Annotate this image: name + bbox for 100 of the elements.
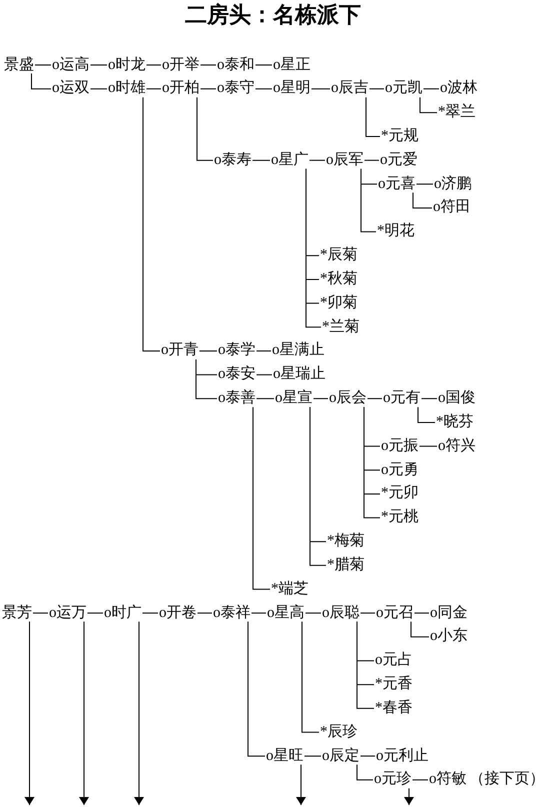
- name-label: o星高: [267, 604, 304, 622]
- connector-line: [146, 64, 162, 66]
- connector-line: [142, 96, 160, 352]
- name-label: o符田: [433, 199, 470, 216]
- name-label: *端芝: [271, 580, 308, 598]
- connector-line: [31, 73, 52, 90]
- arrow: [134, 621, 144, 806]
- connector-line: [255, 64, 272, 66]
- connector-line: [420, 96, 438, 114]
- connector-line: [421, 398, 438, 400]
- connector-line: [142, 612, 158, 614]
- name-label: o运万: [49, 604, 86, 622]
- connector-line: [302, 621, 320, 733]
- name-label: o元召: [376, 604, 414, 622]
- name-label: o开卷: [159, 604, 196, 622]
- name-label: o泰和: [217, 56, 254, 74]
- name-label: o泰寿: [214, 152, 252, 169]
- name-label: *元卯: [381, 485, 418, 502]
- title: 二房头：名栋派下: [185, 2, 361, 28]
- connector-line: [200, 64, 216, 66]
- note-label: （接下页）: [470, 771, 544, 788]
- connector-line: [423, 88, 440, 90]
- name-label: o星明: [273, 80, 310, 98]
- connector-line: [196, 96, 214, 161]
- name-label: o元振: [381, 438, 418, 455]
- name-label: o星瑞止: [273, 366, 326, 384]
- arrow: [24, 621, 34, 806]
- connector-line: [304, 756, 322, 757]
- name-label: o小东: [430, 628, 468, 646]
- name-label: o辰会: [329, 390, 366, 408]
- name-label: *辰菊: [320, 247, 358, 264]
- name-label: o元喜: [378, 176, 416, 193]
- name-label: o泰学: [218, 342, 256, 360]
- arrow: [404, 788, 414, 806]
- connector-line: [252, 160, 270, 161]
- name-label: *卯菊: [320, 294, 358, 312]
- connector-line: [146, 88, 162, 90]
- connector-line: [366, 96, 380, 137]
- name-label: o元利止: [376, 748, 428, 765]
- connector-line: [416, 184, 434, 185]
- connector-line: [356, 764, 374, 780]
- name-label: o辰吉: [331, 80, 368, 98]
- connector-line: [197, 612, 212, 614]
- name-label: o辰聪: [322, 604, 360, 622]
- name-label: *晓芬: [436, 414, 474, 431]
- name-label: *元规: [381, 128, 418, 145]
- connector-line: [410, 621, 430, 638]
- arrow: [79, 621, 89, 806]
- connector-line: [32, 612, 48, 614]
- name-label: o同金: [430, 604, 468, 622]
- name-label: *元桃: [381, 509, 418, 526]
- name-label: o辰军: [326, 152, 364, 169]
- connector-line: [199, 350, 218, 352]
- name-label: *元香: [375, 676, 412, 694]
- arrow: [296, 764, 306, 806]
- connector-line: [90, 88, 108, 90]
- name-label: o开举: [162, 56, 200, 74]
- name-label: o辰定: [322, 748, 360, 765]
- connector-line: [256, 374, 272, 376]
- name-label: *秋菊: [320, 270, 358, 288]
- name-label: o时龙: [108, 56, 146, 74]
- name-label: *辰珍: [320, 724, 358, 741]
- name-label: o泰守: [217, 80, 254, 98]
- name-label: o济鹏: [434, 176, 472, 193]
- name-label: o星广: [271, 152, 308, 169]
- name-label: *春香: [375, 700, 412, 717]
- connector-line: [252, 406, 270, 590]
- name-label: *兰菊: [322, 318, 360, 336]
- connector-line: [313, 398, 328, 400]
- name-label: o元凯: [385, 80, 422, 98]
- name-label: o符敏: [429, 771, 466, 788]
- connector-line: [412, 779, 428, 780]
- connector-line: [412, 192, 432, 208]
- connector-line: [34, 64, 52, 66]
- connector-line: [200, 88, 216, 90]
- name-label: o星正: [273, 56, 310, 74]
- name-label: 景芳: [2, 604, 32, 622]
- name-label: o元占: [375, 652, 412, 670]
- name-label: o波林: [440, 80, 478, 98]
- name-label: o符兴: [438, 438, 476, 455]
- name-label: o元有: [383, 390, 420, 408]
- name-label: o时雄: [108, 80, 146, 98]
- connector-line: [360, 756, 376, 757]
- connector-line: [364, 406, 380, 518]
- connector-line: [419, 446, 438, 447]
- connector-line: [196, 358, 218, 400]
- connector-line: [356, 621, 374, 709]
- connector-line: [369, 88, 384, 90]
- name-label: o时广: [104, 604, 142, 622]
- connector-line: [251, 612, 266, 614]
- name-label: *翠兰: [438, 104, 476, 122]
- name-label: o开青: [161, 342, 198, 360]
- name-label: o开柏: [162, 80, 200, 98]
- connector-line: [367, 398, 382, 400]
- connector-line: [418, 406, 436, 423]
- connector-line: [256, 398, 274, 400]
- name-label: o星宣: [275, 390, 312, 408]
- name-label: o泰安: [218, 366, 256, 384]
- name-label: *腊菊: [327, 556, 364, 574]
- connector-line: [364, 160, 380, 161]
